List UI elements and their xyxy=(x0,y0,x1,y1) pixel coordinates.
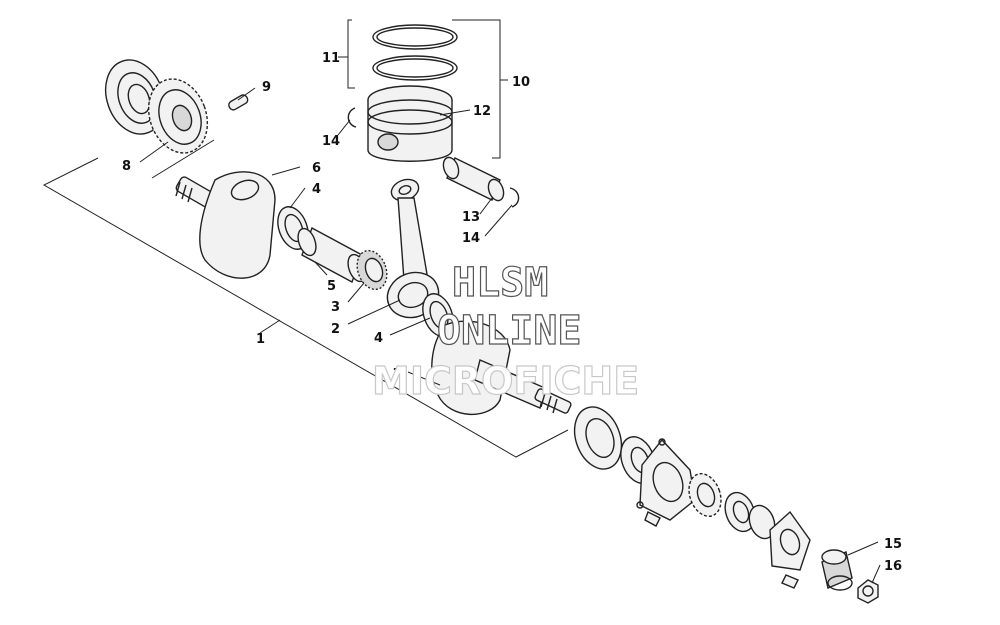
callout-3: 3 xyxy=(331,300,340,315)
callout-16: 16 xyxy=(884,559,902,574)
callout-14-upper: 14 xyxy=(322,134,340,149)
assembly-bracket-1 xyxy=(42,139,569,458)
watermark-line-1: HLSM xyxy=(452,260,548,306)
drive-gear-8 xyxy=(147,78,209,154)
retainer-plate xyxy=(769,510,811,589)
callout-labels: 1 2 3 4 4 5 6 7 8 9 10 11 12 13 14 14 15… xyxy=(122,51,902,574)
callout-14-lower: 14 xyxy=(462,231,480,246)
needle-bearing-3 xyxy=(356,249,388,291)
callout-9: 9 xyxy=(262,80,271,95)
callout-6: 6 xyxy=(312,161,321,176)
crank-pin-5 xyxy=(297,227,367,283)
ball-bearing-right xyxy=(688,472,776,540)
callout-7: 7 xyxy=(393,367,402,382)
piston-rings-11 xyxy=(372,24,458,81)
circlip-14-upper xyxy=(347,107,357,128)
callout-5: 5 xyxy=(327,279,336,294)
woodruff-key-9 xyxy=(228,94,249,111)
watermark-line-3: MICROFICHE xyxy=(372,359,639,403)
crank-half-6 xyxy=(175,171,276,279)
watermark-line-2: ONLINE xyxy=(437,308,582,354)
callout-leaders xyxy=(139,19,881,584)
callout-10: 10 xyxy=(512,75,530,90)
piston-pin-13 xyxy=(442,156,505,202)
callout-12: 12 xyxy=(473,104,491,119)
callout-1: 1 xyxy=(256,332,265,347)
crank-half-7 xyxy=(431,320,572,416)
callout-2: 2 xyxy=(331,322,340,337)
callout-11: 11 xyxy=(322,51,340,66)
callout-8: 8 xyxy=(122,159,131,174)
callout-4-lower: 4 xyxy=(374,331,383,346)
piston-12 xyxy=(367,85,453,162)
callout-15: 15 xyxy=(884,537,902,552)
callout-13: 13 xyxy=(462,210,480,225)
bearing-housing-plate xyxy=(636,438,696,527)
spacer-15 xyxy=(821,549,853,591)
circlip-14-lower xyxy=(509,187,520,208)
nut-16 xyxy=(857,579,879,604)
callout-4-upper: 4 xyxy=(312,182,321,197)
watermark: HLSM ONLINE MICROFICHE xyxy=(371,259,639,403)
